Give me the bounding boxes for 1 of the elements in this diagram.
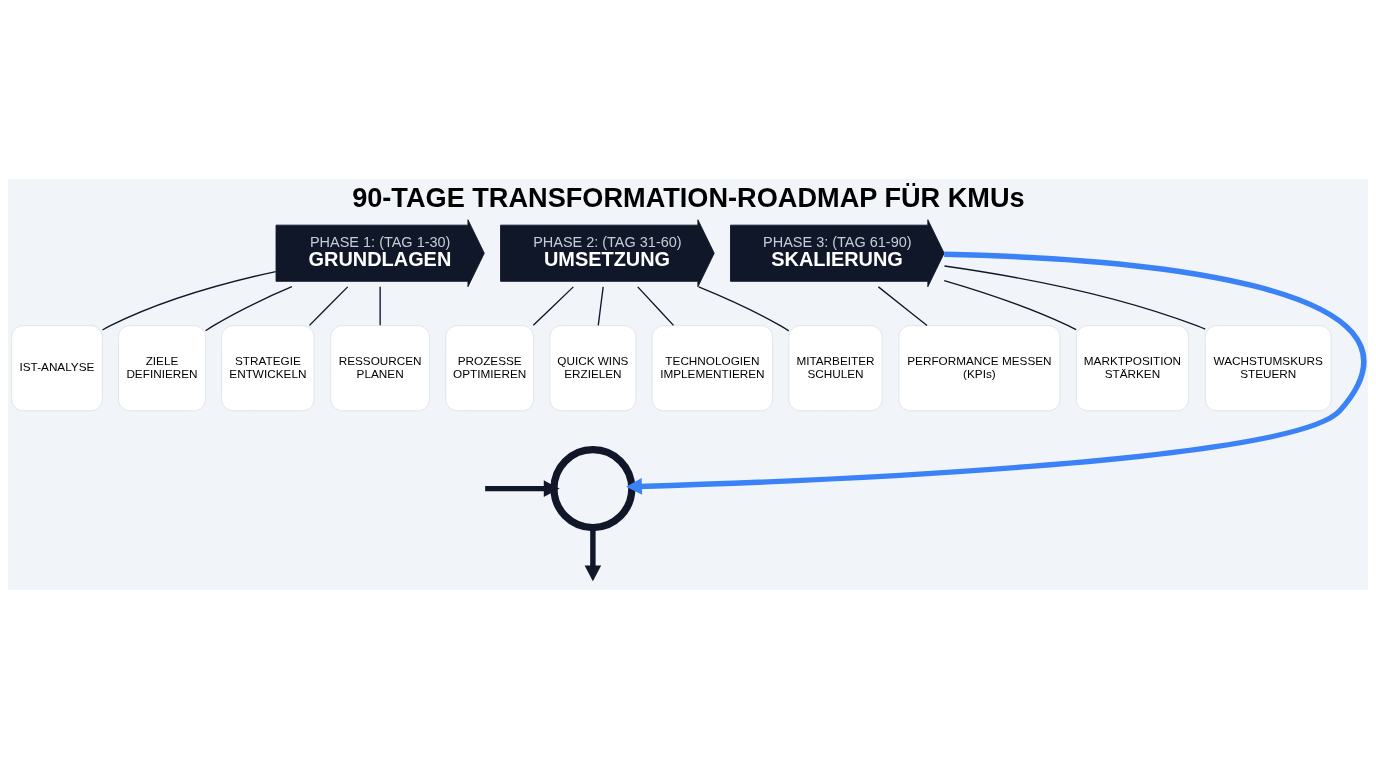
- diagram-title: 90-TAGE TRANSFORMATION-ROADMAP FÜR KMUs: [352, 181, 1025, 213]
